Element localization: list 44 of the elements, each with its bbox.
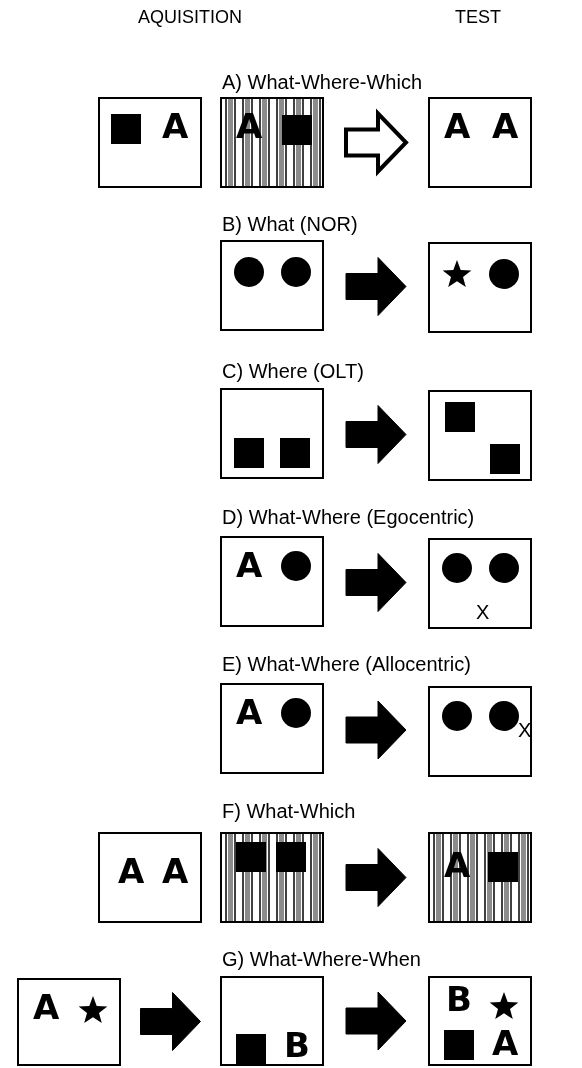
letter-stimulus: A [492, 1026, 519, 1060]
block-arrow [345, 257, 407, 316]
column-heading: TEST [454, 6, 502, 29]
condition-title: D) What-Where (Egocentric) [222, 505, 475, 530]
position-mark: X [476, 602, 490, 622]
block-arrow [344, 108, 409, 177]
panel-box [428, 97, 532, 188]
panel-box [17, 978, 121, 1066]
block-arrow [345, 991, 407, 1051]
panel-box [428, 686, 532, 777]
letter-stimulus: A [118, 854, 145, 888]
letter-stimulus: B [446, 982, 472, 1016]
block-arrow [345, 553, 407, 612]
letter-stimulus: A [33, 990, 60, 1024]
condition-title: E) What-Where (Allocentric) [222, 652, 471, 677]
panel-box [220, 536, 324, 627]
condition-title: B) What (NOR) [222, 212, 358, 237]
letter-stimulus: A [236, 695, 263, 729]
position-mark: X [518, 720, 532, 740]
letter-stimulus: A [162, 854, 189, 888]
condition-title: F) What-Which [222, 799, 356, 824]
panel-box [428, 390, 532, 481]
panel-box [220, 976, 324, 1066]
letter-stimulus: A [236, 548, 263, 582]
letter-stimulus: A [492, 109, 519, 143]
condition-title: G) What-Where-When [222, 947, 421, 972]
panel-box [98, 97, 202, 188]
panel-box [428, 976, 532, 1066]
letter-stimulus: B [284, 1028, 310, 1062]
panel-box [98, 832, 202, 923]
block-arrow [345, 848, 407, 907]
block-arrow [345, 405, 407, 464]
block-arrow [345, 700, 407, 760]
condition-title: A) What-Where-Which [222, 70, 423, 95]
condition-title: C) Where (OLT) [222, 359, 364, 384]
panel-box [220, 683, 324, 774]
panel-box [428, 242, 532, 333]
block-arrow [140, 992, 201, 1051]
letter-stimulus: A [444, 109, 471, 143]
letter-stimulus: A [162, 109, 189, 143]
column-heading: AQUISITION [137, 6, 243, 29]
panel-box [220, 388, 324, 479]
panel-box [220, 240, 324, 331]
panel-box [428, 538, 532, 629]
